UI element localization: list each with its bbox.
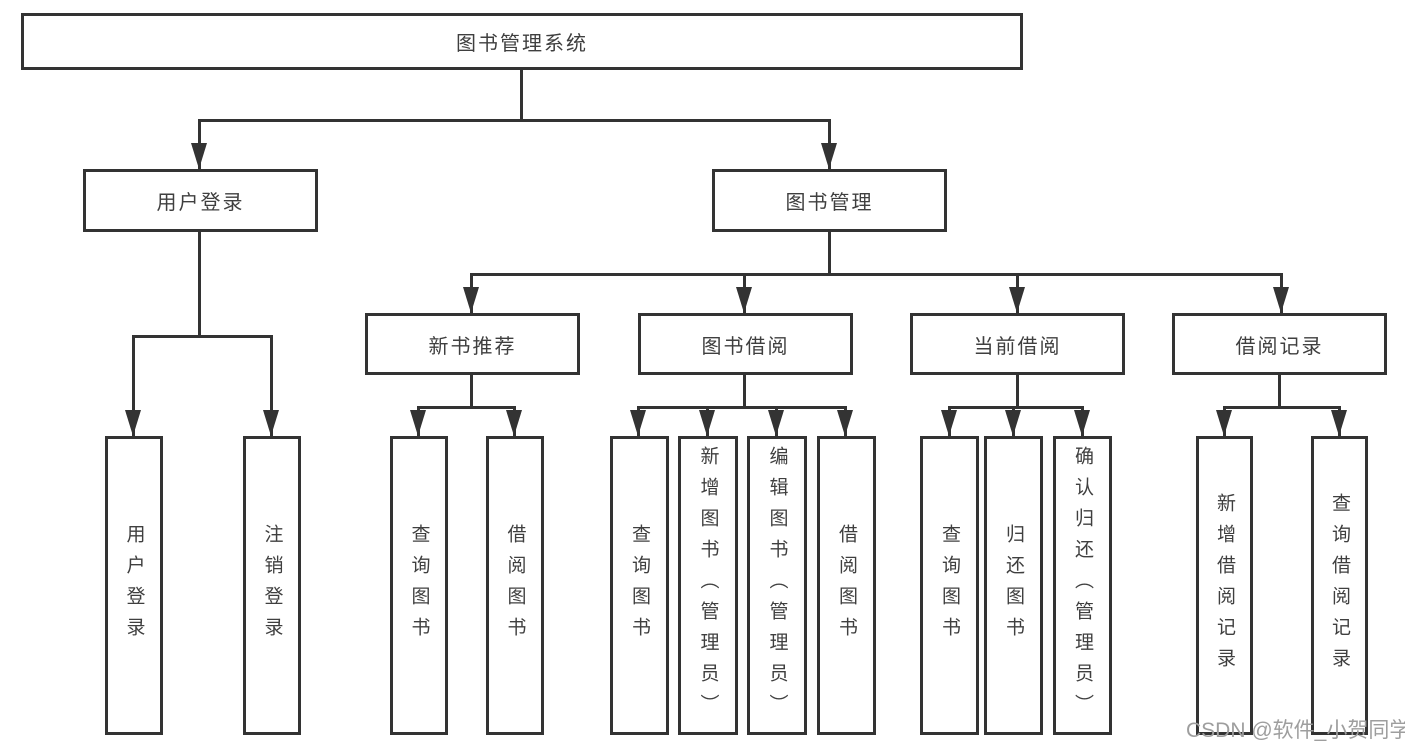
- connector-line: [132, 335, 273, 338]
- node-label: 编辑图书（管理员）: [766, 446, 788, 725]
- arrow-down-icon: [1074, 410, 1090, 436]
- node-label: 查询借阅记录: [1329, 492, 1350, 679]
- arrow-down-icon: [630, 410, 646, 436]
- node-label: 当前借阅: [973, 335, 1062, 358]
- arrow-down-icon: [821, 143, 837, 169]
- connector-line: [470, 273, 1283, 276]
- node-label: 用户登录: [156, 192, 245, 214]
- node-label: 新书推荐: [428, 335, 517, 358]
- arrow-down-icon: [125, 410, 141, 436]
- connector-line: [1016, 375, 1019, 409]
- leaf-query-books: 查询图书: [610, 436, 669, 735]
- node-book-borrow: 图书借阅: [638, 313, 853, 375]
- node-new-book-recommend: 新书推荐: [365, 313, 580, 375]
- connector-line: [270, 335, 273, 436]
- node-library-management-system: 图书管理系统: [21, 13, 1023, 70]
- connector-line: [1278, 375, 1281, 409]
- leaf-confirm-return-admin: 确认归还（管理员）: [1053, 436, 1112, 735]
- leaf-borrow-books: 借阅图书: [486, 436, 544, 735]
- arrow-down-icon: [191, 143, 207, 169]
- connector-line: [637, 406, 847, 409]
- node-book-management: 图书管理: [712, 169, 947, 232]
- arrow-down-icon: [1005, 410, 1021, 436]
- leaf-query-books: 查询图书: [390, 436, 448, 735]
- connector-line: [470, 375, 473, 409]
- connector-line: [520, 69, 523, 122]
- leaf-borrow-books: 借阅图书: [817, 436, 876, 735]
- node-label: 借阅记录: [1235, 335, 1324, 358]
- node-label: 确认归还（管理员）: [1072, 446, 1093, 725]
- node-label: 注销登录: [261, 523, 283, 648]
- leaf-add-borrow-record: 新增借阅记录: [1196, 436, 1253, 735]
- node-label: 归还图书: [1003, 523, 1024, 648]
- node-label: 图书管理系统: [456, 33, 588, 55]
- connector-line: [948, 406, 1084, 409]
- node-label: 查询图书: [408, 523, 430, 648]
- arrow-down-icon: [837, 410, 853, 436]
- node-borrow-records: 借阅记录: [1172, 313, 1387, 375]
- arrow-down-icon: [1009, 287, 1025, 313]
- arrow-down-icon: [263, 410, 279, 436]
- leaf-return-books: 归还图书: [984, 436, 1043, 735]
- node-current-borrow: 当前借阅: [910, 313, 1125, 375]
- arrow-down-icon: [506, 410, 522, 436]
- arrow-down-icon: [1216, 410, 1232, 436]
- leaf-query-books: 查询图书: [920, 436, 979, 735]
- connector-line: [743, 375, 746, 409]
- arrow-down-icon: [736, 287, 752, 313]
- arrow-down-icon: [941, 410, 957, 436]
- watermark-text: CSDN @软件_小贺同学: [1186, 719, 1405, 742]
- node-label: 图书借阅: [701, 335, 790, 358]
- node-label: 查询图书: [939, 523, 960, 648]
- leaf-add-books-admin: 新增图书（管理员）: [678, 436, 738, 735]
- leaf-user-login: 用户登录: [105, 436, 163, 735]
- leaf-query-borrow-record: 查询借阅记录: [1311, 436, 1368, 735]
- node-label: 用户登录: [123, 523, 145, 648]
- connector-line: [198, 119, 831, 122]
- node-label: 查询图书: [629, 523, 650, 648]
- arrow-down-icon: [410, 410, 426, 436]
- connector-line: [1223, 406, 1341, 409]
- arrow-down-icon: [1273, 287, 1289, 313]
- leaf-edit-books-admin: 编辑图书（管理员）: [747, 436, 807, 735]
- arrow-down-icon: [699, 410, 715, 436]
- node-label: 借阅图书: [836, 523, 857, 648]
- node-label: 图书管理: [785, 192, 874, 214]
- connector-line: [198, 232, 201, 338]
- connector-line: [828, 232, 831, 276]
- connector-line: [417, 406, 516, 409]
- connector-line: [132, 335, 135, 436]
- node-label: 新增借阅记录: [1214, 492, 1235, 679]
- node-user-login: 用户登录: [83, 169, 318, 232]
- arrow-down-icon: [463, 287, 479, 313]
- arrow-down-icon: [768, 410, 784, 436]
- node-label: 新增图书（管理员）: [697, 446, 719, 725]
- arrow-down-icon: [1331, 410, 1347, 436]
- node-label: 借阅图书: [504, 523, 526, 648]
- leaf-logout: 注销登录: [243, 436, 301, 735]
